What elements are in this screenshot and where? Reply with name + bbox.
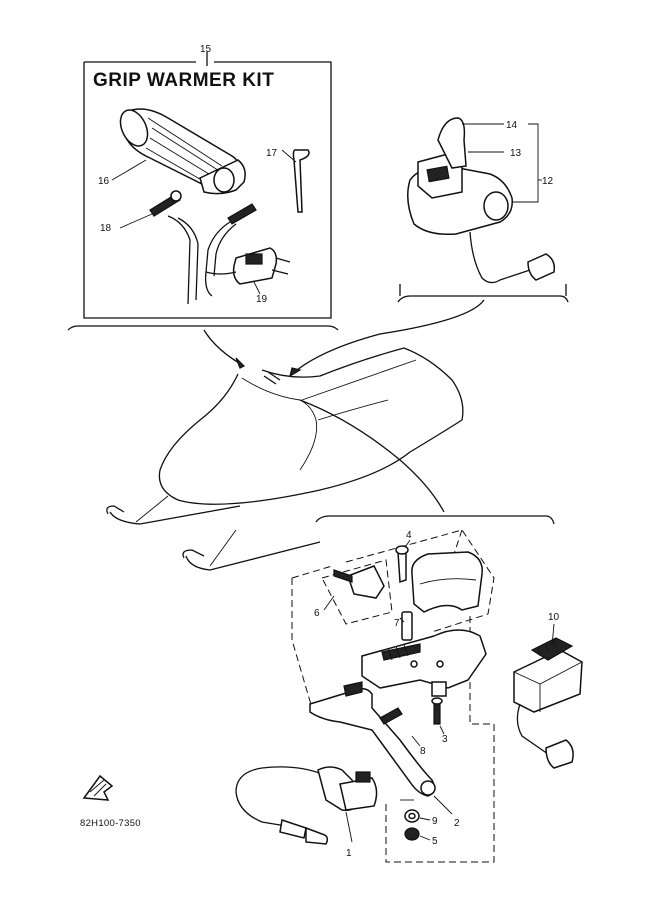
brake-lever-assembly: 6 4 7 8 3 2	[235, 515, 555, 863]
heated-grip	[119, 108, 246, 195]
label-1: 1	[346, 848, 352, 859]
snowmobile-outline	[106, 347, 464, 571]
wire-harness	[167, 203, 291, 305]
screw-18	[149, 190, 182, 217]
drawing-code: 82H100-7350	[80, 818, 141, 829]
grip-warmer-kit-box: GRIP WARMER KIT 15 16 17 18	[67, 44, 339, 331]
label-4: 4	[406, 530, 412, 541]
label-10: 10	[548, 612, 560, 623]
switch-case-group: 14 13 12	[397, 117, 569, 303]
label-2: 2	[454, 818, 460, 829]
kit-title: GRIP WARMER KIT	[93, 70, 274, 91]
label-8: 8	[420, 746, 426, 757]
label-13: 13	[510, 148, 522, 159]
label-14: 14	[506, 120, 518, 131]
cable-band	[292, 148, 310, 213]
label-6: 6	[314, 608, 320, 619]
label-12: 12	[542, 176, 554, 187]
leader-arrows	[203, 299, 485, 513]
label-19: 19	[256, 294, 268, 305]
front-direction-icon	[82, 774, 114, 801]
label-16: 16	[98, 176, 110, 187]
label-18: 18	[100, 223, 112, 234]
label-7: 7	[394, 618, 400, 629]
label-9: 9	[432, 816, 438, 827]
label-17: 17	[266, 148, 278, 159]
label-3: 3	[442, 734, 448, 745]
relay-unit: 10	[513, 612, 583, 769]
label-15: 15	[200, 44, 212, 55]
label-5: 5	[432, 836, 438, 847]
